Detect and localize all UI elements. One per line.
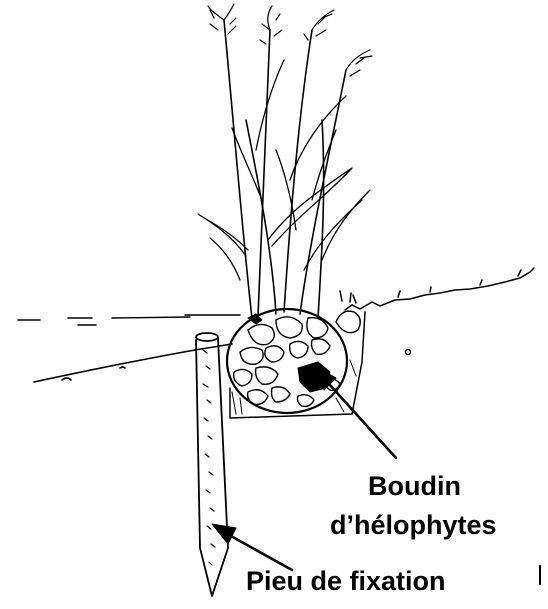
roll-stones [234, 317, 340, 407]
stake [196, 333, 228, 596]
right-bank [230, 268, 534, 418]
roll-dark-zone [248, 314, 330, 392]
reed-plumes [208, 4, 372, 76]
water-surface-lines [18, 315, 240, 325]
roll-label-line1: Boudin [368, 471, 461, 501]
roll-label-line2: d’hélophytes [330, 510, 497, 540]
reed-leaves [198, 60, 370, 280]
stake-label: Pieu de fixation [246, 566, 446, 596]
bank-stone [336, 311, 360, 333]
reed-stems [224, 20, 346, 318]
channel-bed-line [34, 344, 232, 382]
stake-arrowhead [212, 524, 236, 544]
